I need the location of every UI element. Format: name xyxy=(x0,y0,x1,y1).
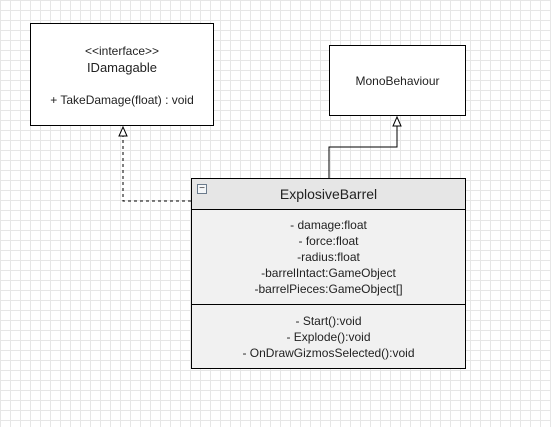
attribute-item: -barrelIntact:GameObject xyxy=(261,266,396,280)
class-header: − ExplosiveBarrel xyxy=(192,179,465,210)
collapse-toggle-icon[interactable]: − xyxy=(197,184,207,194)
interface-operation: + TakeDamage(float) : void xyxy=(50,93,194,107)
operation-item: - Start():void xyxy=(295,314,362,328)
class-box-monobehaviour[interactable]: MonoBehaviour xyxy=(329,45,466,116)
attribute-item: -barrelPieces:GameObject[] xyxy=(254,282,403,296)
interface-stereotype: <<interface>> xyxy=(84,44,160,58)
operation-item: - OnDrawGizmosSelected():void xyxy=(242,346,415,360)
realization-connector[interactable] xyxy=(118,125,191,202)
interface-name: IDamagable xyxy=(86,60,158,75)
class-box-explosivebarrel[interactable]: − ExplosiveBarrel - damage:float - force… xyxy=(191,178,466,369)
interface-box-idamagable[interactable]: <<interface>> IDamagable + TakeDamage(fl… xyxy=(30,23,214,126)
monobehaviour-name: MonoBehaviour xyxy=(355,73,440,88)
operation-item: - Explode():void xyxy=(286,330,371,344)
attribute-item: -radius:float xyxy=(297,250,360,264)
class-name: ExplosiveBarrel xyxy=(279,186,378,202)
generalization-connector[interactable] xyxy=(328,115,402,178)
attributes-compartment[interactable]: - damage:float - force:float -radius:flo… xyxy=(192,210,465,305)
attribute-item: - damage:float xyxy=(290,218,367,232)
operations-compartment[interactable]: - Start():void - Explode():void - OnDraw… xyxy=(192,305,465,361)
generalization-arrowhead xyxy=(392,115,402,127)
attribute-item: - force:float xyxy=(298,234,359,248)
realization-arrowhead xyxy=(118,125,128,137)
